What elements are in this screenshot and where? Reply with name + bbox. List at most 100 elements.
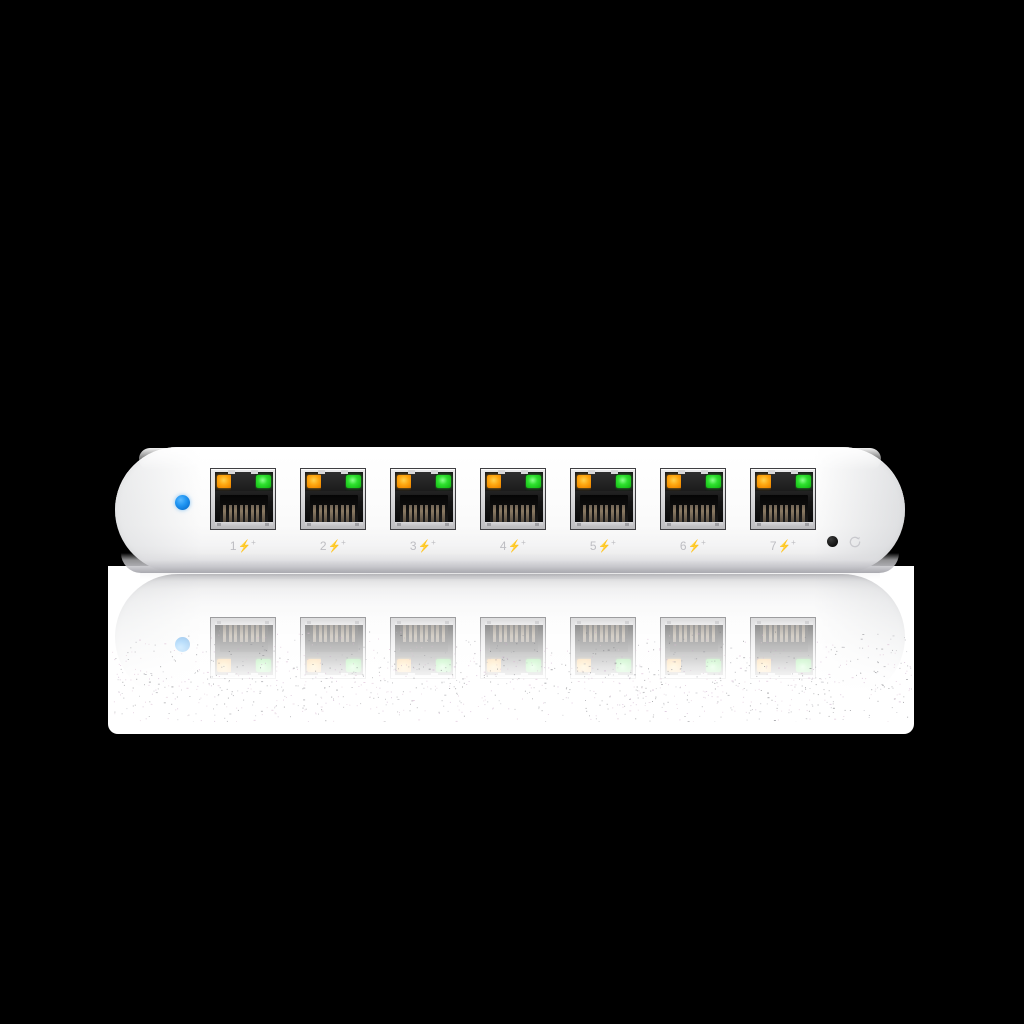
- rj45-shield-5: [570, 468, 636, 530]
- rj45-shoulder-right-5: [611, 470, 618, 474]
- ethernet-port-row: 1⚡+2⚡+3⚡+4⚡+5⚡+6⚡+7⚡+: [210, 468, 816, 573]
- ethernet-port-1[interactable]: 1⚡+: [210, 468, 276, 573]
- port-activity-led-6: [667, 475, 682, 488]
- port-link-led-4: [526, 475, 541, 488]
- rj45-tab-right-5: [625, 523, 629, 526]
- ethernet-port-2[interactable]: 2⚡+: [300, 468, 366, 573]
- rj45-tab-left-6: [667, 523, 671, 526]
- port-label-2: 2⚡+: [300, 538, 366, 553]
- rj45-shoulder-left-2: [318, 470, 325, 474]
- rj45-contact-pins-7: [763, 505, 805, 522]
- port-activity-led-2: [307, 475, 322, 488]
- poe-plus-superscript-6: +: [701, 538, 707, 547]
- rj45-shoulder-right-4: [521, 470, 528, 474]
- rj45-shield-7: [750, 468, 816, 530]
- reset-circular-arrow-icon: [849, 536, 861, 548]
- rj45-shield-1: [210, 468, 276, 530]
- rj45-contact-pins-4: [493, 505, 535, 522]
- rj45-cavity-3: [395, 472, 453, 527]
- rj45-mouth-1: [215, 491, 273, 527]
- rj45-cavity-1: [215, 472, 273, 527]
- ethernet-port-5[interactable]: 5⚡+: [570, 468, 636, 573]
- rj45-mouth-5: [575, 491, 633, 527]
- port-link-led-7: [796, 475, 811, 488]
- rj45-shoulder-right-7: [791, 470, 798, 474]
- port-activity-led-5: [577, 475, 592, 488]
- port-number-1: 1: [229, 539, 237, 553]
- rj45-bottom-rail-6: [665, 522, 723, 527]
- rj45-shoulder-right-1: [251, 470, 258, 474]
- port-number-7: 7: [769, 539, 777, 553]
- rj45-shoulder-left-6: [678, 470, 685, 474]
- system-status-led: [175, 495, 190, 510]
- port-link-led-5: [616, 475, 631, 488]
- poe-plus-superscript-4: +: [521, 538, 527, 547]
- rj45-tab-left-2: [307, 523, 311, 526]
- poe-plus-superscript-3: +: [431, 538, 437, 547]
- rj45-tab-right-4: [535, 523, 539, 526]
- rj45-shoulder-left-3: [408, 470, 415, 474]
- port-label-7: 7⚡+: [750, 538, 816, 553]
- network-switch-device: 1⚡+2⚡+3⚡+4⚡+5⚡+6⚡+7⚡+: [115, 447, 905, 573]
- poe-plus-superscript-5: +: [611, 538, 617, 547]
- rj45-mouth-inner-1: [220, 495, 268, 523]
- rj45-tab-left-7: [757, 523, 761, 526]
- rj45-contact-pins-6: [673, 505, 715, 522]
- rj45-mouth-inner-7: [760, 495, 808, 523]
- rj45-mouth-inner-6: [670, 495, 718, 523]
- ethernet-port-6[interactable]: 6⚡+: [660, 468, 726, 573]
- poe-plus-superscript-7: +: [791, 538, 797, 547]
- rj45-tab-right-1: [265, 523, 269, 526]
- rj45-mouth-7: [755, 491, 813, 527]
- rj45-contact-pins-3: [403, 505, 445, 522]
- rj45-shield-3: [390, 468, 456, 530]
- poe-plus-superscript-2: +: [341, 538, 347, 547]
- rj45-contact-pins-2: [313, 505, 355, 522]
- poe-lightning-bolt-icon-4: ⚡: [508, 539, 521, 553]
- port-link-led-1: [256, 475, 271, 488]
- rj45-shoulder-left-4: [498, 470, 505, 474]
- poe-lightning-bolt-icon-1: ⚡: [238, 539, 251, 553]
- poe-lightning-bolt-icon-7: ⚡: [778, 539, 791, 553]
- rj45-bottom-rail-4: [485, 522, 543, 527]
- rj45-tab-left-4: [487, 523, 491, 526]
- port-link-led-3: [436, 475, 451, 488]
- ethernet-port-3[interactable]: 3⚡+: [390, 468, 456, 573]
- rj45-tab-right-2: [355, 523, 359, 526]
- rj45-shoulder-left-1: [228, 470, 235, 474]
- rj45-bottom-rail-5: [575, 522, 633, 527]
- port-activity-led-7: [757, 475, 772, 488]
- port-activity-led-4: [487, 475, 502, 488]
- rj45-tab-left-1: [217, 523, 221, 526]
- port-number-6: 6: [679, 539, 687, 553]
- port-activity-led-3: [397, 475, 412, 488]
- rj45-shield-2: [300, 468, 366, 530]
- rj45-shoulder-right-6: [701, 470, 708, 474]
- rj45-shield-6: [660, 468, 726, 530]
- rj45-tab-right-6: [715, 523, 719, 526]
- ethernet-port-4[interactable]: 4⚡+: [480, 468, 546, 573]
- rj45-mouth-inner-4: [490, 495, 538, 523]
- rj45-cavity-7: [755, 472, 813, 527]
- rj45-mouth-inner-5: [580, 495, 628, 523]
- port-link-led-2: [346, 475, 361, 488]
- ethernet-port-7[interactable]: 7⚡+: [750, 468, 816, 573]
- reset-button[interactable]: [827, 536, 838, 547]
- port-label-3: 3⚡+: [390, 538, 456, 553]
- rj45-bottom-rail-7: [755, 522, 813, 527]
- poe-lightning-bolt-icon-5: ⚡: [598, 539, 611, 553]
- rj45-tab-left-5: [577, 523, 581, 526]
- port-link-led-6: [706, 475, 721, 488]
- port-number-5: 5: [589, 539, 597, 553]
- poe-plus-superscript-1: +: [251, 538, 257, 547]
- rj45-tab-right-7: [805, 523, 809, 526]
- rj45-bottom-rail-1: [215, 522, 273, 527]
- rj45-tab-right-3: [445, 523, 449, 526]
- rj45-mouth-inner-3: [400, 495, 448, 523]
- rj45-shield-4: [480, 468, 546, 530]
- port-label-6: 6⚡+: [660, 538, 726, 553]
- rj45-cavity-6: [665, 472, 723, 527]
- reflection-dither-noise: [112, 630, 912, 722]
- rj45-mouth-6: [665, 491, 723, 527]
